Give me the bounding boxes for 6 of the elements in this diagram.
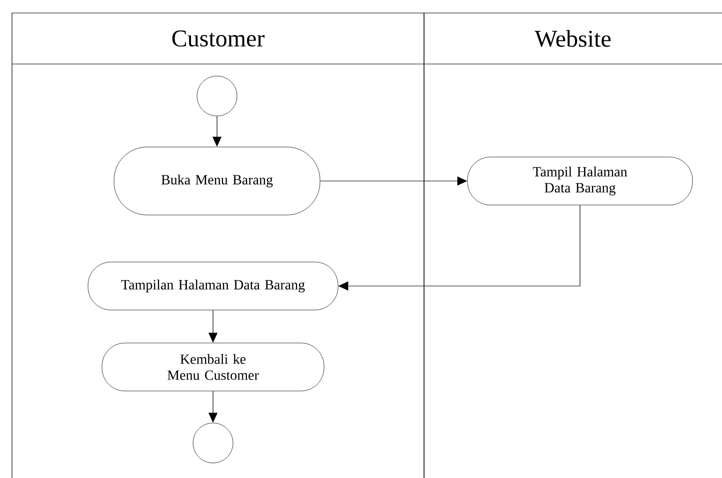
activity-box: Tampilan Halaman Data Barang bbox=[88, 262, 338, 310]
activity-box: Tampil Halaman Data Barang bbox=[467, 156, 693, 206]
activity-box: Buka Menu Barang bbox=[114, 146, 320, 216]
state-circle bbox=[196, 76, 238, 116]
activity-box: Kembali ke Menu Customer bbox=[102, 342, 324, 392]
state-circle bbox=[192, 422, 234, 464]
